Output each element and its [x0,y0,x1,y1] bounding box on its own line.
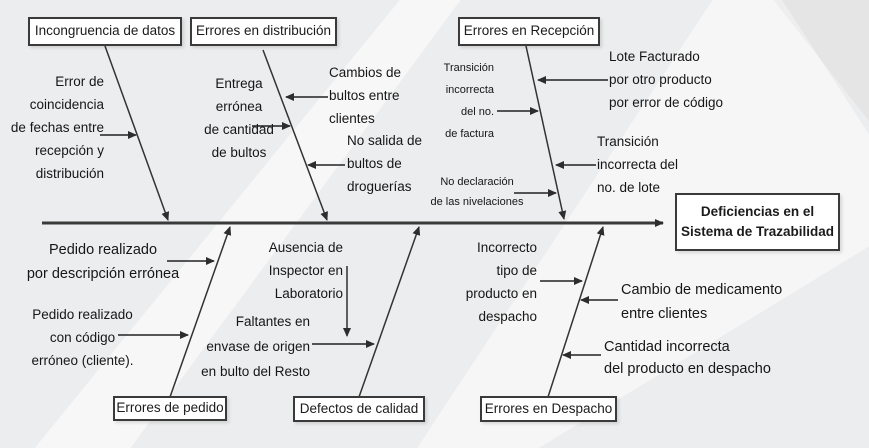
cause-transicion-no-factura: Transición incorrecta del no. de factura [443,62,494,140]
cause-incorrecto-tipo-producto: Incorrecto tipo de producto en despacho [465,240,537,324]
cause-pedido-codigo-erroneo: Pedido realizado con código erróneo (cli… [31,307,134,368]
cause-no-salida-bultos: No salida de bultos de droguerías [347,133,423,194]
bone-despacho [547,226,605,398]
cause-entrega-erronea-bultos: Entrega errónea de cantidad de bultos [204,76,274,160]
cause-cantidad-incorrecta-despacho: Cantidad incorrecta del producto en desp… [604,339,771,377]
cause-error-coincidencia-fechas: Error de coincidencia de fechas entre re… [10,74,104,181]
category-box-defectos-calidad: Defectos de calidad [293,396,425,422]
bone-incongruencia [104,45,170,221]
category-box-errores-despacho: Errores en Despacho [480,396,617,422]
cause-ausencia-inspector-laboratorio: Ausencia de Inspector en Laboratorio [268,240,343,301]
bone-distribucion [262,49,328,221]
category-box-errores-recepcion: Errores en Recepción [458,17,600,46]
effect-box-deficiencias-trazabilidad: Deficiencias en el Sistema de Trazabilid… [675,193,840,251]
category-box-incongruencia-datos: Incongruencia de datos [28,17,182,46]
cause-cambios-bultos-clientes: Cambios de bultos entre clientes [329,65,402,126]
bone-recepcion [525,45,567,220]
cause-transicion-no-lote: Transición incorrecta del no. de lote [597,134,679,195]
cause-pedido-descripcion-erronea: Pedido realizado por descripción errónea [26,242,180,282]
bone-pedido [169,226,232,398]
cause-faltantes-envase-origen: Faltantes en envase de origen en bulto d… [201,314,310,379]
category-box-errores-distribucion: Errores en distribución [190,17,337,46]
bone-calidad [358,226,421,398]
category-box-errores-pedido: Errores de pedido [113,396,227,421]
cause-no-declaracion-nivelaciones: No declaración de las nivelaciones [430,176,524,208]
cause-cambio-medicamento-clientes: Cambio de medicamento entre clientes [621,282,783,322]
cause-lote-facturado-otro-producto: Lote Facturado por otro producto por err… [609,49,724,110]
